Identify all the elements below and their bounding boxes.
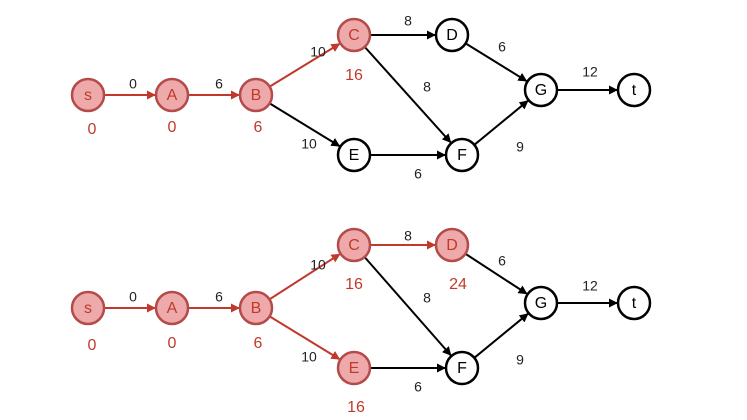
node-circle-E [336,350,372,386]
node-G: G [523,72,559,108]
distance-label-C: 16 [345,276,363,293]
node-E: E [336,350,372,386]
edge-weight-C-F: 8 [423,79,431,95]
node-label-A: A [167,87,178,104]
node-circle-s [70,77,106,113]
node-label-D: D [446,27,458,44]
node-A: A [154,290,190,326]
edge-weight-F-G: 9 [516,139,524,155]
edge-F-G [473,100,529,146]
edge-weight-B-E: 10 [301,349,317,365]
distance-label-C: 16 [345,67,363,84]
distance-label-s: 0 [88,121,97,138]
distance-label-A: 0 [168,119,177,136]
edge-weight-s-A: 0 [129,289,137,305]
node-label-B: B [251,300,262,317]
node-circle-E [336,137,372,173]
node-C: C [336,227,372,263]
edge-weight-B-C: 10 [310,44,326,60]
edge-weight-D-G: 6 [498,253,506,269]
edge-weight-B-E: 10 [301,136,317,152]
node-label-F: F [457,147,467,164]
edge-weight-C-F: 8 [423,290,431,306]
edge-weight-D-G: 6 [498,39,506,55]
edge-F-G [473,313,529,359]
node-B: B [238,290,274,326]
node-label-E: E [349,147,360,164]
edge-weight-E-F: 6 [414,166,422,182]
node-F: F [444,350,480,386]
edge-B-E [269,315,341,360]
edge-weight-A-B: 6 [215,289,223,305]
node-label-G: G [535,82,547,99]
edge-B-C [268,253,341,301]
node-circle-B [238,290,274,326]
edge-C-F [363,256,452,356]
node-label-F: F [457,360,467,377]
node-label-D: D [446,237,458,254]
edge-weight-B-C: 10 [310,257,326,273]
node-circle-s [70,290,106,326]
node-F: F [444,137,480,173]
edge-weight-G-t: 12 [582,64,598,80]
node-t: t [616,285,652,321]
edge-weight-C-D: 8 [404,13,412,29]
node-label-G: G [535,295,547,312]
node-circle-G [523,285,559,321]
node-circle-B [238,77,274,113]
node-label-E: E [349,360,360,377]
node-circle-t [616,72,652,108]
distance-label-s: 0 [88,337,97,354]
node-A: A [154,77,190,113]
distance-label-A: 0 [168,335,177,352]
node-E: E [336,137,372,173]
node-D: D [434,17,470,53]
node-circle-D [434,227,470,263]
node-label-C: C [348,27,360,44]
node-label-t: t [632,295,637,312]
node-circle-G [523,72,559,108]
node-circle-A [154,290,190,326]
edge-weight-C-D: 8 [404,228,412,244]
distance-label-E: 16 [347,399,365,416]
node-circle-C [336,17,372,53]
node-label-s: s [84,300,92,317]
node-label-t: t [632,82,637,99]
edge-C-F [363,46,452,144]
edge-D-G [464,252,528,295]
node-B: B [238,77,274,113]
node-circle-A [154,77,190,113]
node-label-C: C [348,237,360,254]
edge-B-E [269,102,341,147]
node-G: G [523,285,559,321]
node-circle-t [616,285,652,321]
node-label-B: B [251,87,262,104]
edge-B-C [269,43,341,88]
node-circle-D [434,17,470,53]
node-circle-F [444,137,480,173]
distance-label-B: 6 [254,335,263,352]
node-circle-C [336,227,372,263]
node-circle-F [444,350,480,386]
node-s: s [70,77,106,113]
distance-label-B: 6 [254,119,263,136]
edge-D-G [465,42,528,82]
node-t: t [616,72,652,108]
node-s: s [70,290,106,326]
edge-weight-G-t: 12 [582,278,598,294]
edge-weight-s-A: 0 [129,76,137,92]
edge-weight-A-B: 6 [215,76,223,92]
distance-label-D: 24 [449,276,467,293]
node-label-A: A [167,300,178,317]
edge-weight-F-G: 9 [516,352,524,368]
node-C: C [336,17,372,53]
node-label-s: s [84,87,92,104]
node-D: D [434,227,470,263]
edge-weight-E-F: 6 [414,379,422,395]
